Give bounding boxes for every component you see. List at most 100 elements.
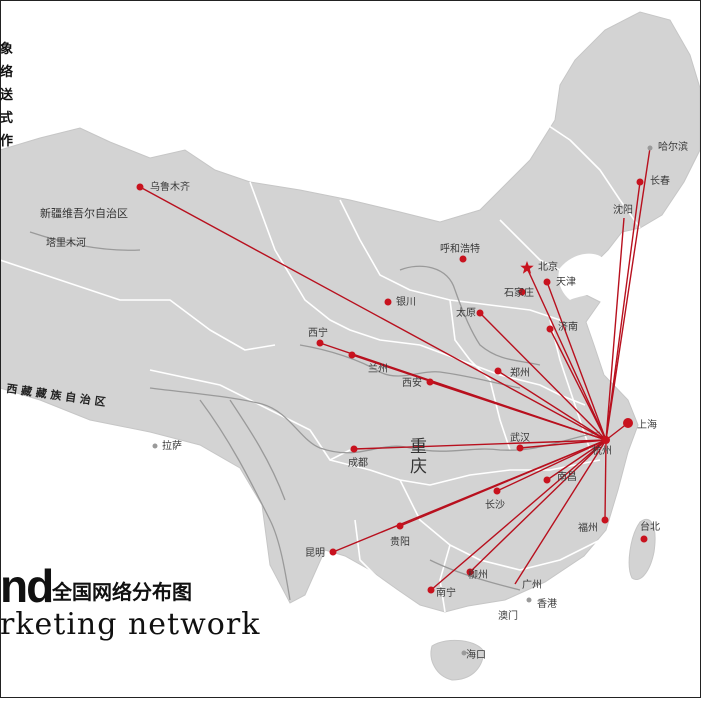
city-label-kunming: 昆明: [305, 547, 325, 559]
route-line-nanning: [430, 439, 607, 591]
route-line-fuzhou: [604, 439, 607, 521]
city-markers: [136, 145, 653, 656]
city-marker-shanghai: [623, 418, 633, 428]
city-label-hohhot: 呼和浩特: [440, 243, 480, 255]
city-marker-harbin: [647, 145, 653, 151]
city-marker-urumqi: [136, 183, 144, 191]
brand-mark: nd: [0, 560, 54, 612]
city-marker-fuzhou: [601, 516, 609, 524]
city-label-liuzhou: 柳州: [468, 568, 488, 581]
city-label-xining: 西宁: [308, 326, 328, 339]
route-line-nanchang: [546, 439, 607, 481]
route-line-wuhan: [519, 439, 607, 449]
city-label-guiyang: 贵阳: [390, 535, 410, 548]
city-label-fuzhou: 福州: [578, 521, 598, 534]
city-label-yinchuan: 银川: [396, 295, 416, 308]
city-marker-wuhan: [516, 444, 524, 452]
side-note-char: 络: [0, 65, 14, 80]
yellow-sea: [604, 300, 700, 420]
city-label-shanghai: 上海: [637, 418, 657, 431]
route-line-chengdu: [353, 439, 607, 450]
city-label-hongkong: 香港: [537, 598, 557, 610]
city-label-tianjin: 天津: [556, 276, 576, 288]
city-label-zhengzhou: 郑州: [510, 366, 530, 379]
city-marker-hongkong: [526, 597, 532, 603]
route-line-tianjin: [546, 281, 607, 441]
city-marker-hohhot: [459, 255, 467, 263]
route-line-guangzhou: [514, 439, 607, 585]
city-marker-lhasa: [152, 443, 158, 449]
city-marker-zhengzhou: [494, 367, 502, 375]
route-line-shenyang: [605, 217, 625, 441]
city-marker-changsha: [493, 487, 501, 495]
side-note-char: 式: [0, 111, 14, 126]
city-marker-shijiazhuang: [518, 288, 526, 296]
brand-title-en: rketing network: [0, 607, 261, 642]
city-label-guangzhou: 广州: [522, 579, 542, 591]
city-marker-jinan: [546, 325, 554, 333]
side-note-char: 象: [0, 42, 14, 57]
city-label-haikou: 海口: [466, 648, 486, 661]
route-line-xian: [429, 381, 607, 441]
city-marker-xining: [316, 339, 324, 347]
city-label-jinan: 济南: [558, 320, 578, 333]
route-line-kunming: [332, 439, 607, 553]
bohai-sea: [558, 253, 606, 300]
taiwan-island: [628, 518, 656, 580]
hub-label: 杭州: [592, 444, 612, 457]
route-line-taiyuan: [479, 312, 607, 441]
city-marker-nanchang: [543, 476, 551, 484]
city-marker-taibei: [640, 535, 648, 543]
city-marker-tianjin: [543, 278, 551, 286]
city-label-shijiazhuang: 石家庄: [504, 286, 534, 299]
hainan-island: [430, 639, 485, 681]
region-label-tarim: 塔里木河: [46, 236, 86, 249]
city-label-wuhan: 武汉: [510, 431, 530, 444]
city-label-taibei: 台北: [640, 520, 660, 533]
side-note-char: 送: [0, 88, 14, 103]
city-marker-liuzhou: [466, 568, 474, 576]
brand-title-cn: 全国网络分布图: [52, 580, 192, 604]
region-label-xinjiang: 新疆维吾尔自治区: [40, 206, 128, 220]
hub-marker: [602, 436, 610, 444]
city-label-harbin: 哈尔滨: [658, 140, 688, 153]
city-label-urumqi: 乌鲁木齐: [150, 180, 190, 193]
region-label-chongqing: 重 庆: [410, 437, 432, 477]
route-line-beijing: [526, 267, 607, 441]
city-label-chengdu: 成都: [348, 457, 368, 469]
route-line-zhengzhou: [497, 370, 607, 441]
city-label-nanning: 南宁: [436, 586, 456, 599]
city-label-shenyang: 沈阳: [613, 203, 633, 216]
city-label-lanzhou: 兰州: [368, 362, 388, 375]
route-line-urumqi: [139, 186, 607, 441]
city-label-changsha: 长沙: [485, 499, 505, 511]
route-line-liuzhou: [469, 439, 607, 573]
city-marker-nanning: [427, 586, 435, 594]
chongqing-char-2: 庆: [410, 457, 427, 477]
side-note-char: 作: [0, 134, 14, 149]
city-label-lhasa: 拉萨: [162, 439, 182, 452]
city-marker-changchun: [636, 178, 644, 186]
city-marker-guiyang: [396, 522, 404, 530]
city-label-taiyuan: 太原: [456, 306, 476, 319]
city-label-macau: 澳门: [498, 609, 518, 622]
chongqing-char-1: 重: [410, 437, 427, 457]
city-label-beijing: 北京: [538, 260, 558, 273]
route-line-changsha: [496, 439, 607, 492]
city-marker-beijing: [520, 261, 534, 274]
side-note: 象 络 送 式 作: [0, 38, 14, 153]
city-label-changchun: 长春: [650, 175, 670, 187]
city-marker-xian: [426, 378, 434, 386]
route-line-changchun: [605, 181, 641, 441]
city-marker-taiyuan: [476, 309, 484, 317]
city-marker-chengdu: [350, 445, 358, 453]
route-line-harbin: [605, 147, 651, 441]
city-marker-haikou: [461, 650, 467, 656]
route-line-jinan: [549, 328, 607, 441]
city-label-xian: 西安: [402, 376, 422, 389]
city-label-nanchang: 南昌: [557, 470, 577, 483]
route-lines: [139, 147, 651, 591]
city-marker-lanzhou: [348, 351, 356, 359]
